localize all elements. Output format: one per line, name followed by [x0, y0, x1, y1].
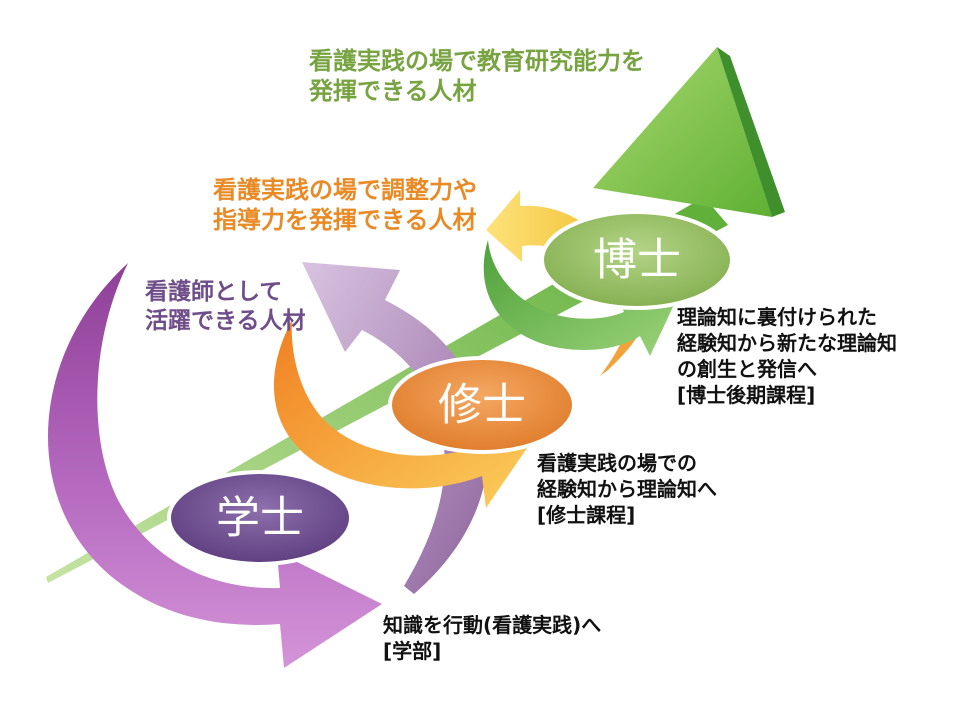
program-master: 看護実践の場での 経験知から理論知へ [修士課程]	[537, 450, 717, 528]
program-bachelor-line: [学部]	[383, 639, 442, 663]
stage-label-master: 修士	[438, 380, 526, 431]
growth-arrow-head	[593, 47, 772, 217]
outcome-doctor-line: 看護実践の場で教育研究能力を	[309, 47, 645, 75]
bachelor-outcome-arrow	[302, 262, 489, 594]
stage-bachelor: 学士	[167, 470, 353, 566]
outcome-master-line: 看護実践の場で調整力や	[213, 176, 477, 204]
stage-label-bachelor: 学士	[216, 493, 304, 544]
program-doctor: 理論知に裏付けられた 経験知から新たな理論知 の創生と発信へ [博士後期課程]	[677, 304, 897, 408]
outcome-bachelor-line: 看護師として	[145, 279, 283, 305]
program-master-line: 経験知から理論知へ	[537, 477, 717, 501]
bachelor-cycle-arrow	[48, 263, 382, 668]
master-cycle-arrow	[273, 320, 538, 508]
outcome-bachelor: 看護師として 活躍できる人材	[145, 278, 306, 335]
program-master-line: [修士課程]	[537, 503, 636, 527]
doctor-cycle-arrow	[483, 240, 678, 356]
program-doctor-line: の創生と発信へ	[677, 357, 817, 381]
outcome-bachelor-line: 活躍できる人材	[145, 307, 306, 334]
stage-doctor: 博士	[540, 210, 734, 310]
program-doctor-line: 経験知から新たな理論知	[677, 331, 897, 355]
outcome-master: 看護実践の場で調整力や 指導力を発揮できる人材	[213, 176, 477, 236]
stage-master: 修士	[388, 356, 576, 454]
program-bachelor: 知識を行動(看護実践)へ [学部]	[383, 612, 601, 664]
outcome-doctor: 看護実践の場で教育研究能力を 発揮できる人材	[309, 47, 645, 107]
program-doctor-line: 理論知に裏付けられた	[677, 305, 877, 329]
program-bachelor-line: 知識を行動(看護実践)へ	[383, 613, 602, 637]
outcome-doctor-line: 発揮できる人材	[309, 76, 477, 105]
program-doctor-line: [博士後期課程]	[677, 383, 816, 407]
stage-label-doctor: 博士	[593, 235, 681, 286]
outcome-master-line: 指導力を発揮できる人材	[213, 205, 477, 234]
program-master-line: 看護実践の場での	[537, 451, 697, 475]
growth-arrow-head-shadow	[717, 47, 785, 217]
